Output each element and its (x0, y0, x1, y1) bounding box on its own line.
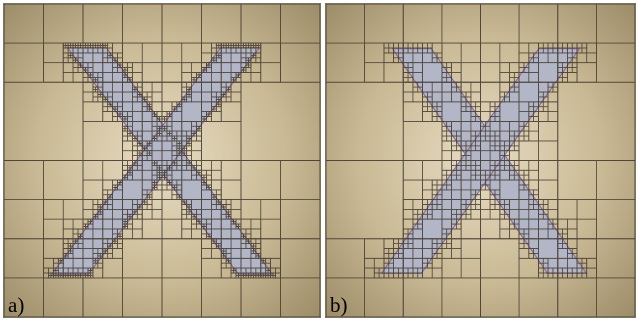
quadtree-cell (596, 277, 635, 317)
panel-b-canvas (326, 4, 635, 317)
quadtree-cell (280, 277, 320, 317)
panel-b-label: b) (330, 293, 348, 317)
panel-a-quadtree-refined: a) (3, 3, 321, 318)
panel-b-quadtree-coarse: b) (325, 3, 636, 318)
quadtree-grid (326, 4, 635, 317)
panel-a-label: a) (8, 293, 25, 317)
panel-a-canvas (4, 4, 320, 317)
quadtree-grid (4, 4, 320, 317)
